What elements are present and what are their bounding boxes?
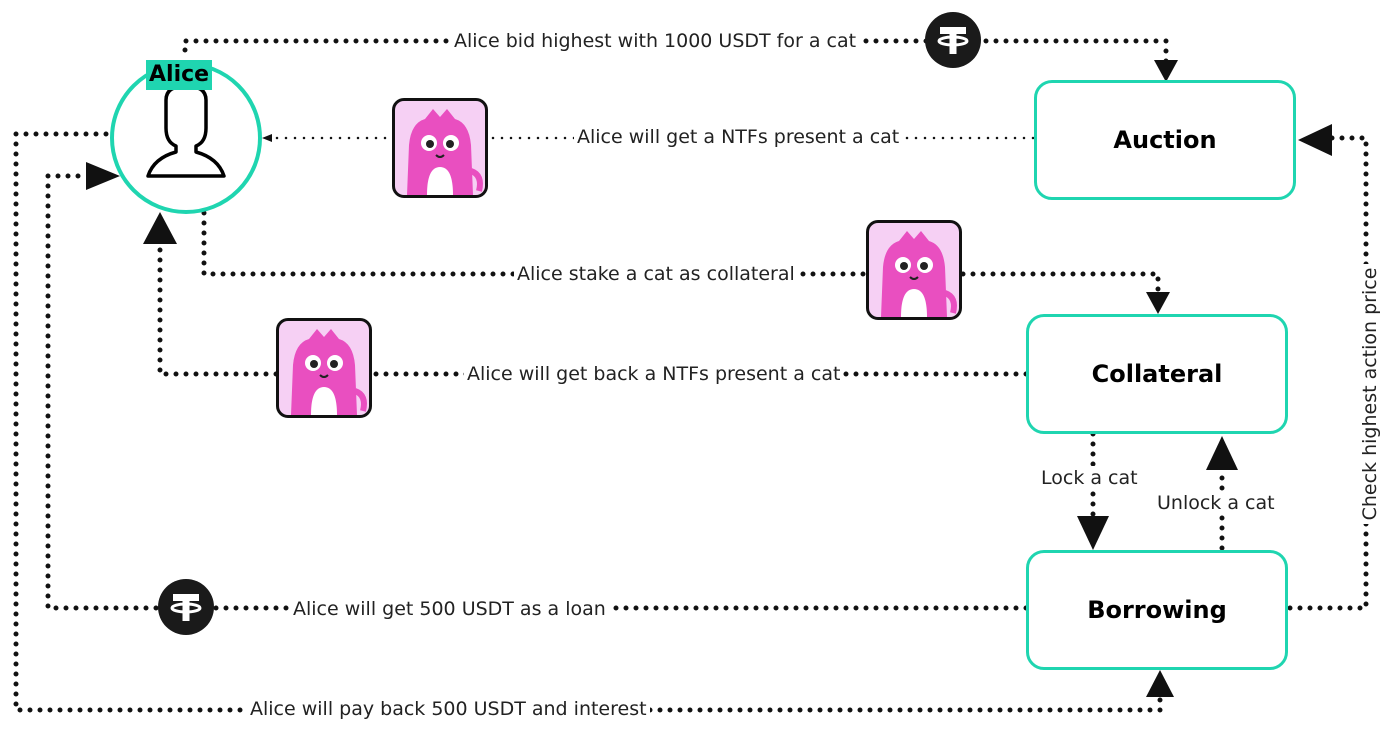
edge-label-get-nft: Alice will get a NTFs present a cat <box>574 125 903 149</box>
arrowhead-alice-side <box>86 162 120 190</box>
arrowhead-alice-left <box>262 134 272 142</box>
edge-label-pay-back: Alice will pay back 500 USDT and interes… <box>247 697 650 721</box>
arrowhead-borrowing-bottom <box>1146 670 1174 697</box>
arrowhead-alice-bottom <box>143 212 177 244</box>
edge-label-unlock: Unlock a cat <box>1154 491 1278 515</box>
edge-label-loan: Alice will get 500 USDT as a loan <box>290 597 609 621</box>
edge-label-lock: Lock a cat <box>1038 466 1141 490</box>
borrowing-label: Borrowing <box>1087 596 1227 624</box>
auction-label: Auction <box>1113 126 1217 154</box>
edge-label-stake: Alice stake a cat as collateral <box>514 262 798 286</box>
alice-label: Alice <box>146 60 213 90</box>
tether-coin-icon <box>158 579 214 635</box>
arrowhead-collateral-top <box>1146 292 1170 314</box>
edge-pay-back <box>13 131 1163 713</box>
cryptokitty-nft-icon <box>866 220 962 320</box>
collateral-node: Collateral <box>1026 314 1288 434</box>
arrowhead-collateral-bottom <box>1206 436 1238 470</box>
auction-node: Auction <box>1034 80 1296 200</box>
edge-label-get-back-nft: Alice will get back a NTFs present a cat <box>464 362 844 386</box>
arrowhead-borrowing-top <box>1077 516 1109 550</box>
collateral-label: Collateral <box>1091 360 1223 388</box>
arrowhead-auction-right <box>1298 124 1332 156</box>
edge-label-check-price: Check highest action price <box>1358 264 1382 524</box>
borrowing-node: Borrowing <box>1026 550 1288 670</box>
cryptokitty-nft-icon <box>276 318 372 418</box>
tether-coin-icon <box>925 12 981 68</box>
edge-label-bid: Alice bid highest with 1000 USDT for a c… <box>451 29 860 53</box>
cryptokitty-nft-icon <box>392 98 488 198</box>
arrowhead-auction-top <box>1154 60 1178 82</box>
edge-check-price <box>1287 135 1369 611</box>
